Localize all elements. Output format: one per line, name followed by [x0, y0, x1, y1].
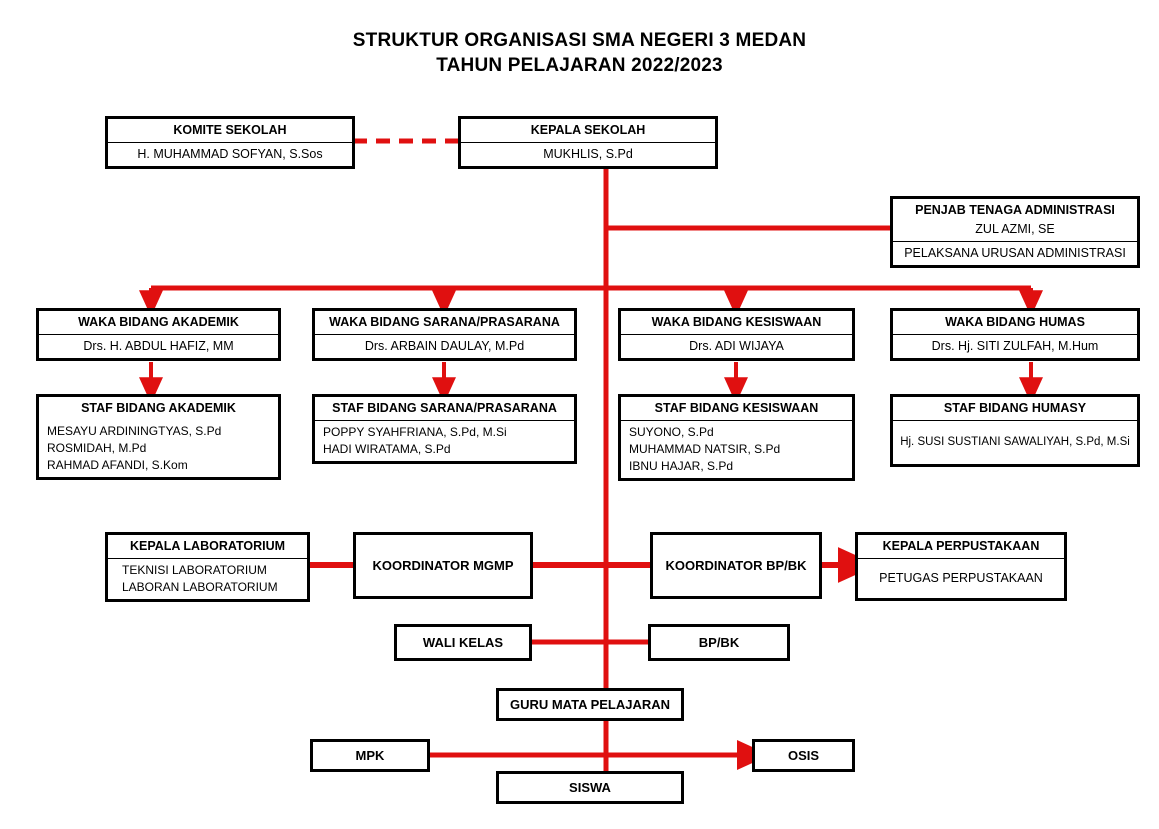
node-mpk[interactable]: MPK — [310, 739, 430, 772]
title-line-2: TAHUN PELAJARAN 2022/2023 — [436, 55, 723, 76]
kepala-sekolah-name: MUKHLIS, S.Pd — [543, 147, 633, 161]
node-staf-kesiswaan[interactable]: STAF BIDANG KESISWAAN SUYONO, S.Pd MUHAM… — [618, 394, 855, 481]
staf-sarana-header: STAF BIDANG SARANA/PRASARANA — [315, 397, 574, 421]
staf-akademik-members: MESAYU ARDININGTYAS, S.Pd ROSMIDAH, M.Pd… — [39, 420, 278, 477]
waka-akademik-name: Drs. H. ABDUL HAFIZ, MM — [83, 339, 234, 353]
lab-member: LABORAN LABORATORIUM — [122, 580, 278, 594]
wali-kelas-label: WALI KELAS — [422, 635, 504, 650]
waka-kesiswaan-header: WAKA BIDANG KESISWAAN — [621, 311, 852, 335]
staf-member: MESAYU ARDININGTYAS, S.Pd — [47, 424, 222, 438]
osis-label: OSIS — [787, 748, 820, 763]
title-line-1: STRUKTUR ORGANISASI SMA NEGERI 3 MEDAN — [352, 30, 807, 51]
node-osis[interactable]: OSIS — [752, 739, 855, 772]
koordinator-bpbk-label: KOORDINATOR BP/BK — [665, 558, 807, 573]
kepala-perpustakaan-header: KEPALA PERPUSTAKAAN — [858, 535, 1064, 559]
waka-kesiswaan-name: Drs. ADI WIJAYA — [689, 339, 784, 353]
waka-humas-header: WAKA BIDANG HUMAS — [893, 311, 1137, 335]
penjab-sub: PELAKSANA URUSAN ADMINISTRASI — [904, 246, 1126, 260]
node-wali-kelas[interactable]: WALI KELAS — [394, 624, 532, 661]
node-waka-humas[interactable]: WAKA BIDANG HUMAS Drs. Hj. SITI ZULFAH, … — [890, 308, 1140, 361]
waka-akademik-header: WAKA BIDANG AKADEMIK — [39, 311, 278, 335]
siswa-label: SISWA — [569, 780, 611, 795]
kepala-perpustakaan-sub: PETUGAS PERPUSTAKAAN — [879, 571, 1043, 585]
page-title: STRUKTUR ORGANISASI SMA NEGERI 3 MEDAN T… — [0, 28, 1159, 78]
mpk-label: MPK — [355, 748, 385, 763]
node-koordinator-bpbk[interactable]: KOORDINATOR BP/BK — [650, 532, 822, 599]
staf-member: ROSMIDAH, M.Pd — [47, 441, 147, 455]
staf-humasy-header: STAF BIDANG HUMASY — [893, 397, 1137, 421]
staf-kesiswaan-header: STAF BIDANG KESISWAAN — [621, 397, 852, 421]
node-staf-sarana[interactable]: STAF BIDANG SARANA/PRASARANA POPPY SYAHF… — [312, 394, 577, 464]
guru-mata-pelajaran-label: GURU MATA PELAJARAN — [509, 697, 671, 712]
bpbk-label: BP/BK — [698, 635, 740, 650]
node-waka-sarana[interactable]: WAKA BIDANG SARANA/PRASARANA Drs. ARBAIN… — [312, 308, 577, 361]
node-staf-akademik[interactable]: STAF BIDANG AKADEMIK MESAYU ARDININGTYAS… — [36, 394, 281, 480]
staf-akademik-header: STAF BIDANG AKADEMIK — [81, 401, 236, 415]
node-kepala-laboratorium[interactable]: KEPALA LABORATORIUM TEKNISI LABORATORIUM… — [105, 532, 310, 602]
node-kepala-sekolah[interactable]: KEPALA SEKOLAH MUKHLIS, S.Pd — [458, 116, 718, 169]
node-kepala-perpustakaan[interactable]: KEPALA PERPUSTAKAAN PETUGAS PERPUSTAKAAN — [855, 532, 1067, 601]
waka-sarana-name: Drs. ARBAIN DAULAY, M.Pd — [364, 339, 525, 353]
node-bpbk[interactable]: BP/BK — [648, 624, 790, 661]
staf-member: MUHAMMAD NATSIR, S.Pd — [629, 442, 781, 456]
node-siswa[interactable]: SISWA — [496, 771, 684, 804]
staf-member: POPPY SYAHFRIANA, S.Pd, M.Si — [323, 425, 507, 439]
koordinator-mgmp-label: KOORDINATOR MGMP — [372, 558, 514, 573]
node-komite-sekolah[interactable]: KOMITE SEKOLAH H. MUHAMMAD SOFYAN, S.Sos — [105, 116, 355, 169]
staf-member: RAHMAD AFANDI, S.Kom — [47, 458, 188, 472]
node-waka-akademik[interactable]: WAKA BIDANG AKADEMIK Drs. H. ABDUL HAFIZ… — [36, 308, 281, 361]
staf-sarana-members: POPPY SYAHFRIANA, S.Pd, M.Si HADI WIRATA… — [315, 421, 574, 461]
node-penjab-tenaga-administrasi[interactable]: PENJAB TENAGA ADMINISTRASI ZUL AZMI, SE … — [890, 196, 1140, 268]
kepala-laboratorium-members: TEKNISI LABORATORIUM LABORAN LABORATORIU… — [108, 559, 307, 599]
node-koordinator-mgmp[interactable]: KOORDINATOR MGMP — [353, 532, 533, 599]
staf-humasy-member: Hj. SUSI SUSTIANI SAWALIYAH, S.Pd, M.Si — [900, 436, 1130, 448]
komite-name: H. MUHAMMAD SOFYAN, S.Sos — [137, 147, 323, 161]
waka-sarana-header: WAKA BIDANG SARANA/PRASARANA — [315, 311, 574, 335]
staf-member: SUYONO, S.Pd — [629, 425, 714, 439]
staf-member: IBNU HAJAR, S.Pd — [629, 459, 734, 473]
komite-header: KOMITE SEKOLAH — [108, 119, 352, 143]
node-staf-humasy[interactable]: STAF BIDANG HUMASY Hj. SUSI SUSTIANI SAW… — [890, 394, 1140, 467]
waka-humas-name: Drs. Hj. SITI ZULFAH, M.Hum — [931, 339, 1099, 353]
penjab-header: PENJAB TENAGA ADMINISTRASI — [915, 203, 1115, 217]
node-waka-kesiswaan[interactable]: WAKA BIDANG KESISWAAN Drs. ADI WIJAYA — [618, 308, 855, 361]
penjab-name: ZUL AZMI, SE — [893, 222, 1137, 242]
node-guru-mata-pelajaran[interactable]: GURU MATA PELAJARAN — [496, 688, 684, 721]
staf-member: HADI WIRATAMA, S.Pd — [323, 442, 451, 456]
kepala-sekolah-header: KEPALA SEKOLAH — [461, 119, 715, 143]
kepala-laboratorium-header: KEPALA LABORATORIUM — [108, 535, 307, 559]
lab-member: TEKNISI LABORATORIUM — [122, 563, 267, 577]
staf-kesiswaan-members: SUYONO, S.Pd MUHAMMAD NATSIR, S.Pd IBNU … — [621, 421, 852, 478]
